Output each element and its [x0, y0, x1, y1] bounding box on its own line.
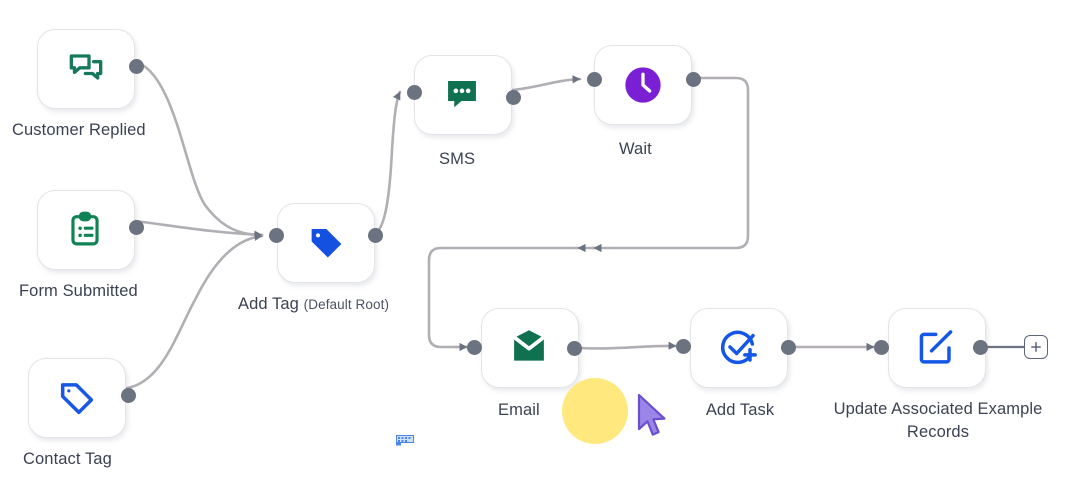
node-label-wait: Wait	[619, 140, 652, 158]
edge-sms-to-wait	[510, 75, 582, 92]
node-contact-tag[interactable]	[28, 358, 126, 438]
envelope-icon	[510, 328, 550, 368]
node-update-associated-example-records[interactable]	[888, 308, 986, 388]
click-highlight	[562, 378, 628, 444]
node-add-tag[interactable]	[277, 203, 375, 283]
node-customer-replied[interactable]	[37, 29, 135, 109]
node-label-update-associated-example-records: Update Associated Example Records	[833, 400, 1043, 441]
node-label-add-task: Add Task	[705, 401, 775, 419]
port-sms-in[interactable]	[407, 85, 422, 100]
check-circle-plus-icon	[719, 328, 759, 368]
node-label-email: Email	[498, 401, 540, 419]
node-label-contact-tag: Contact Tag	[23, 450, 112, 468]
port-update-records-in[interactable]	[874, 340, 889, 355]
tag-filled-icon	[306, 223, 346, 263]
node-sms[interactable]	[414, 55, 512, 135]
port-wait-out[interactable]	[686, 72, 701, 87]
node-form-submitted[interactable]	[37, 190, 135, 270]
port-contact-tag-out[interactable]	[121, 388, 136, 403]
chat-bubbles-icon	[66, 49, 106, 89]
add-step-button[interactable]	[1024, 335, 1048, 359]
port-add-tag-in[interactable]	[269, 228, 284, 243]
port-add-task-out[interactable]	[781, 340, 796, 355]
port-update-records-out[interactable]	[973, 340, 988, 355]
edge-form-submitted-to-add-tag	[133, 219, 264, 239]
port-email-in[interactable]	[467, 340, 482, 355]
node-sublabel-add-tag: (Default Root)	[303, 297, 390, 312]
node-label-sms: SMS	[439, 150, 476, 168]
port-sms-out[interactable]	[506, 90, 521, 105]
node-wait[interactable]	[594, 45, 692, 125]
port-form-submitted-out[interactable]	[129, 220, 144, 235]
port-wait-in[interactable]	[587, 72, 602, 87]
node-label-customer-replied: Customer Replied	[12, 121, 146, 139]
node-add-task[interactable]	[690, 308, 788, 388]
clock-icon	[623, 65, 663, 105]
edit-square-icon	[917, 328, 957, 368]
port-customer-replied-out[interactable]	[129, 59, 144, 74]
node-label-form-submitted: Form Submitted	[19, 282, 138, 300]
plus-icon	[1029, 340, 1043, 354]
port-email-out[interactable]	[567, 341, 582, 356]
node-email[interactable]	[481, 308, 579, 388]
edge-email-to-add-task	[577, 341, 678, 350]
edge-add-tag-to-sms	[372, 90, 402, 236]
clipboard-list-icon	[66, 210, 106, 250]
tag-outline-icon	[57, 378, 97, 418]
edge-customer-replied-to-add-tag	[131, 59, 264, 240]
mouse-cursor	[636, 393, 670, 439]
node-label-add-tag: Add Tag (Default Root)	[238, 295, 390, 313]
port-add-tag-out[interactable]	[368, 228, 383, 243]
mini-selection-widget[interactable]	[396, 435, 414, 446]
sms-bubble-icon	[443, 75, 483, 115]
port-add-task-in[interactable]	[676, 339, 691, 354]
